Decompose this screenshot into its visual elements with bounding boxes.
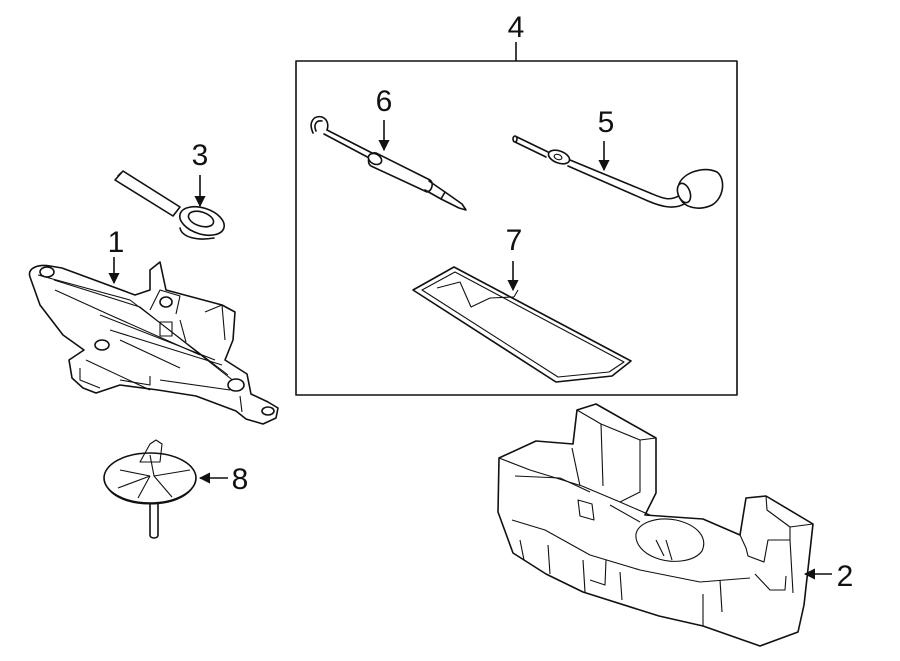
- jack-handle: [512, 135, 724, 209]
- callout-5: 5: [598, 106, 615, 139]
- callout-6: 6: [376, 85, 393, 118]
- callout-2: 2: [837, 560, 854, 593]
- callout-7: 7: [506, 224, 523, 257]
- lug-wrench: [114, 170, 226, 240]
- tow-hook: [310, 115, 467, 211]
- tool-bag: [412, 266, 632, 383]
- tool-kit-group: 4: [295, 11, 738, 396]
- callout-4: 4: [508, 11, 525, 44]
- callout-8: 8: [232, 463, 249, 496]
- hold-down-bolt: [103, 439, 197, 539]
- callout-1: 1: [108, 226, 125, 259]
- callout-3: 3: [192, 139, 209, 172]
- scissor-jack: [28, 261, 279, 425]
- spare-tire-insert: [497, 403, 814, 647]
